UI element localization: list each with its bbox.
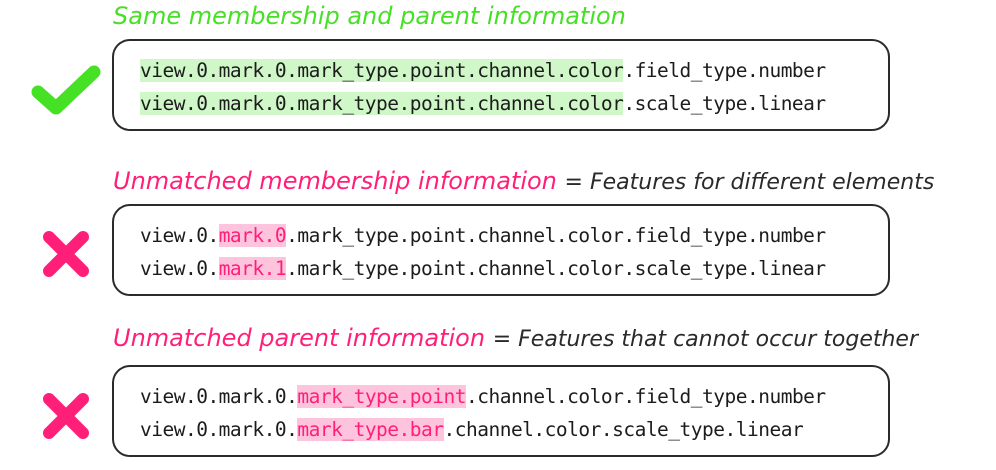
line-rest: .mark_type.point.channel.color.scale_typ… <box>286 257 826 280</box>
line-pre: view.0.mark.0. <box>140 418 298 441</box>
highlight-segment: view.0.mark.0.mark_type.point.channel.co… <box>140 92 624 115</box>
section-3-heading-accent: Unmatched parent information <box>113 324 486 352</box>
highlight-segment: mark_type.bar <box>297 418 444 441</box>
code-line: view.0.mark.0.mark_type.point.channel.co… <box>140 224 826 247</box>
code-line: view.0.mark.1.mark_type.point.channel.co… <box>140 257 826 280</box>
code-line: view.0.mark.0.mark_type.point.channel.co… <box>140 385 826 408</box>
cross-icon <box>43 393 89 439</box>
section-1-heading-accent: Same membership and parent information <box>113 2 626 30</box>
code-line: view.0.mark.0.mark_type.point.channel.co… <box>140 59 826 82</box>
line-rest: .mark_type.point.channel.color.field_typ… <box>286 224 826 247</box>
code-line: view.0.mark.0.mark_type.bar.channel.colo… <box>140 418 804 441</box>
code-box-3: view.0.mark.0.mark_type.point.channel.co… <box>112 365 890 457</box>
section-1-heading: Same membership and parent information <box>113 2 626 30</box>
section-3-heading: Unmatched parent information = Features … <box>113 324 918 352</box>
cross-icon <box>43 231 89 277</box>
line-pre: view.0.mark.0. <box>140 385 298 408</box>
highlight-segment: view.0.mark.0.mark_type.point.channel.co… <box>140 59 624 82</box>
section-3-heading-rest: = Features that cannot occur together <box>492 327 919 352</box>
highlight-segment: mark_type.point <box>297 385 466 408</box>
section-2-heading: Unmatched membership information = Featu… <box>113 167 934 195</box>
highlight-segment: mark.0 <box>218 224 287 247</box>
line-rest: .channel.color.scale_type.linear <box>443 418 804 441</box>
section-2-heading-accent: Unmatched membership information <box>113 167 557 195</box>
section-2-heading-rest: = Features for different elements <box>564 170 935 195</box>
line-rest: .scale_type.linear <box>623 92 826 115</box>
highlight-segment: mark.1 <box>218 257 287 280</box>
code-box-1: view.0.mark.0.mark_type.point.channel.co… <box>112 39 890 131</box>
line-rest: .channel.color.field_type.number <box>465 385 826 408</box>
code-line: view.0.mark.0.mark_type.point.channel.co… <box>140 92 826 115</box>
check-icon <box>31 65 101 115</box>
code-box-2: view.0.mark.0.mark_type.point.channel.co… <box>112 204 890 296</box>
line-rest: .field_type.number <box>623 59 826 82</box>
line-pre: view.0. <box>140 257 219 280</box>
line-pre: view.0. <box>140 224 219 247</box>
